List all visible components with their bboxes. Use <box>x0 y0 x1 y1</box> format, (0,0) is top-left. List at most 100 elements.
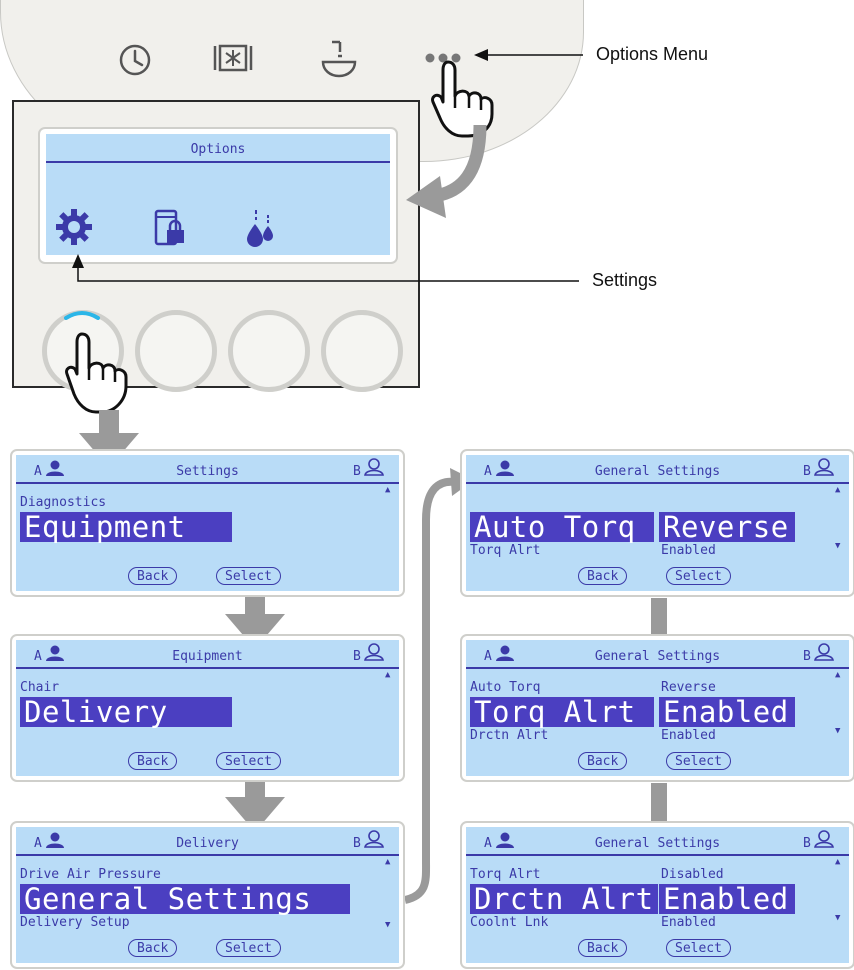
gear-icon[interactable] <box>54 207 94 247</box>
user-b-icon <box>364 830 384 848</box>
left-item-below[interactable]: Torq Alrt <box>470 543 541 558</box>
left-item-selected[interactable]: Drctn Alrt <box>470 884 658 914</box>
options-title: Options <box>190 142 246 157</box>
select-softkey[interactable]: Select <box>216 752 281 770</box>
screen-title: General Settings <box>594 836 721 851</box>
user-b-label: B <box>353 464 361 479</box>
menu-item-selected[interactable]: General Settings <box>20 884 350 914</box>
title-rule <box>16 482 399 484</box>
user-b-icon <box>814 643 834 661</box>
settings-callout: Settings <box>592 270 658 290</box>
select-softkey[interactable]: Select <box>666 939 731 957</box>
scroll-up-indicator: ▲ <box>385 485 391 495</box>
left-item-selected[interactable]: Auto Torq <box>470 512 654 542</box>
drops-icon[interactable] <box>244 206 276 248</box>
scroll-down-indicator: ▼ <box>835 913 841 923</box>
right-item-below[interactable]: Enabled <box>661 543 716 558</box>
right-item-above[interactable]: Disabled <box>661 867 724 882</box>
screen-title: Delivery <box>176 836 239 851</box>
title-rule <box>466 667 849 669</box>
clock-icon[interactable] <box>115 40 155 80</box>
title-rule <box>46 161 390 163</box>
user-a-icon <box>46 645 64 661</box>
user-b-label: B <box>353 836 361 851</box>
screen-title: General Settings <box>594 464 721 479</box>
user-a-label: A <box>34 649 42 664</box>
menu-item-selected[interactable]: Delivery <box>20 697 232 727</box>
user-b-icon <box>814 458 834 476</box>
title-rule <box>16 854 399 856</box>
right-item-selected[interactable]: Reverse <box>659 512 795 542</box>
left-item-selected[interactable]: Torq Alrt <box>470 697 654 727</box>
select-softkey[interactable]: Select <box>216 567 281 585</box>
user-b-icon <box>364 643 384 661</box>
right-item-below[interactable]: Enabled <box>661 915 716 930</box>
title-rule <box>466 854 849 856</box>
menu-item-below[interactable]: Delivery Setup <box>20 915 130 930</box>
user-b-icon <box>814 830 834 848</box>
user-a-icon <box>496 645 514 661</box>
user-b-label: B <box>803 464 811 479</box>
back-softkey[interactable]: Back <box>578 752 628 770</box>
menu-item-above[interactable]: Drive Air Pressure <box>20 867 161 882</box>
screen-title: Settings <box>176 464 239 479</box>
right-item-selected[interactable]: Enabled <box>659 697 795 727</box>
right-item-below[interactable]: Enabled <box>661 728 716 743</box>
button-led <box>64 311 100 320</box>
user-a-icon <box>496 460 514 476</box>
soft-button-3[interactable] <box>228 310 310 392</box>
user-a-icon <box>496 832 514 848</box>
scroll-up-indicator: ▲ <box>835 857 841 867</box>
hand-pointer-icon <box>65 332 128 414</box>
select-softkey[interactable]: Select <box>666 752 731 770</box>
select-softkey[interactable]: Select <box>666 567 731 585</box>
menu-item-above[interactable]: Diagnostics <box>20 495 107 510</box>
title-rule <box>16 667 399 669</box>
user-a-label: A <box>484 649 492 664</box>
back-softkey[interactable]: Back <box>128 567 178 585</box>
cup-filler-icon[interactable] <box>318 36 360 80</box>
back-softkey[interactable]: Back <box>578 939 628 957</box>
phone-lock-icon[interactable] <box>152 208 188 248</box>
scroll-up-indicator: ▲ <box>385 857 391 867</box>
soft-button-2[interactable] <box>135 310 217 392</box>
user-b-label: B <box>353 649 361 664</box>
left-item-below[interactable]: Coolnt Lnk <box>470 915 549 930</box>
select-softkey[interactable]: Select <box>216 939 281 957</box>
scroll-down-indicator: ▼ <box>835 541 841 551</box>
hand-pointer-icon <box>431 60 494 138</box>
options-menu-callout: Options Menu <box>596 44 709 64</box>
back-softkey[interactable]: Back <box>578 567 628 585</box>
left-item-above[interactable]: Auto Torq <box>470 680 541 695</box>
options-screen: Options <box>46 134 390 255</box>
menu-item-above[interactable]: Chair <box>20 680 60 695</box>
heater-icon[interactable] <box>207 38 259 78</box>
user-a-label: A <box>34 464 42 479</box>
right-item-selected[interactable]: Enabled <box>659 884 795 914</box>
left-item-above[interactable]: Torq Alrt <box>470 867 541 882</box>
screen-title: Equipment <box>172 649 243 664</box>
scroll-down-indicator: ▼ <box>835 726 841 736</box>
user-a-label: A <box>484 464 492 479</box>
scroll-up-indicator: ▲ <box>835 485 841 495</box>
screen-title: General Settings <box>594 649 721 664</box>
left-item-below[interactable]: Drctn Alrt <box>470 728 549 743</box>
user-a-icon <box>46 460 64 476</box>
back-softkey[interactable]: Back <box>128 752 178 770</box>
scroll-down-indicator: ▼ <box>385 920 391 930</box>
more-options-icon[interactable] <box>422 50 466 66</box>
menu-item-selected[interactable]: Equipment <box>20 512 232 542</box>
user-b-icon <box>364 458 384 476</box>
back-softkey[interactable]: Back <box>128 939 178 957</box>
user-b-label: B <box>803 836 811 851</box>
soft-button-4[interactable] <box>321 310 403 392</box>
user-a-label: A <box>484 836 492 851</box>
right-item-above[interactable]: Reverse <box>661 680 716 695</box>
